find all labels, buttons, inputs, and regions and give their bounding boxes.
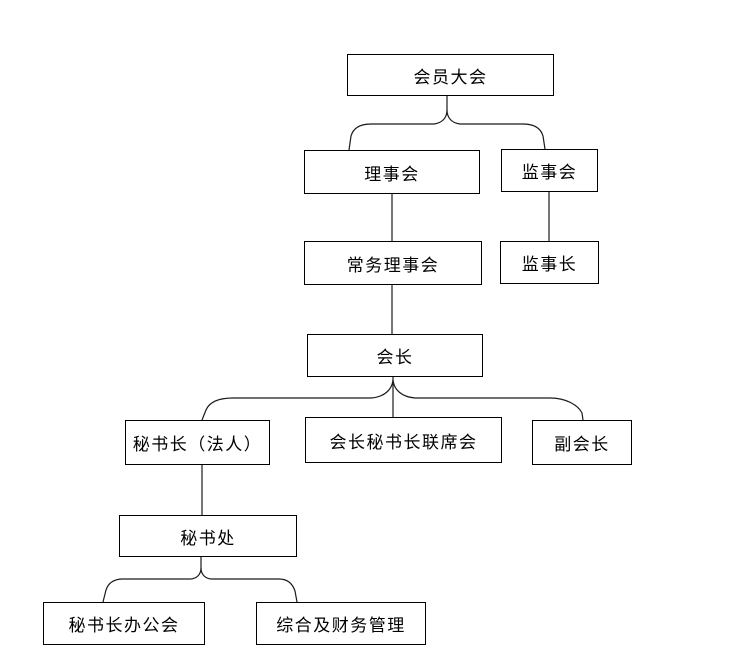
connector-secretariat-to-sg-office-meeting [102,567,202,603]
org-node-president: 会长 [307,334,483,377]
org-node-member-congress: 会员大会 [347,54,554,96]
org-node-secretariat: 秘书处 [119,515,297,557]
connector-secretariat-to-general-finance-mgmt [200,567,298,603]
org-node-chief-supervisor: 监事长 [500,241,599,284]
org-node-standing-council: 常务理事会 [304,241,482,285]
org-node-general-finance-mgmt: 综合及财务管理 [256,602,426,645]
connector-president-to-vice-president [392,379,584,421]
org-node-secretary-general: 秘书长（法人） [125,420,270,465]
connector-member-congress-to-council [348,109,448,151]
org-node-vice-president: 副会长 [532,420,632,465]
org-node-council: 理事会 [304,150,480,194]
connector-member-congress-to-supervisory-board [446,109,546,150]
org-node-supervisory-board: 监事会 [501,149,598,192]
org-node-joint-meeting: 会长秘书长联席会 [305,417,502,463]
org-node-sg-office-meeting: 秘书长办公会 [43,602,205,645]
connector-president-to-secretary-general [201,379,394,421]
